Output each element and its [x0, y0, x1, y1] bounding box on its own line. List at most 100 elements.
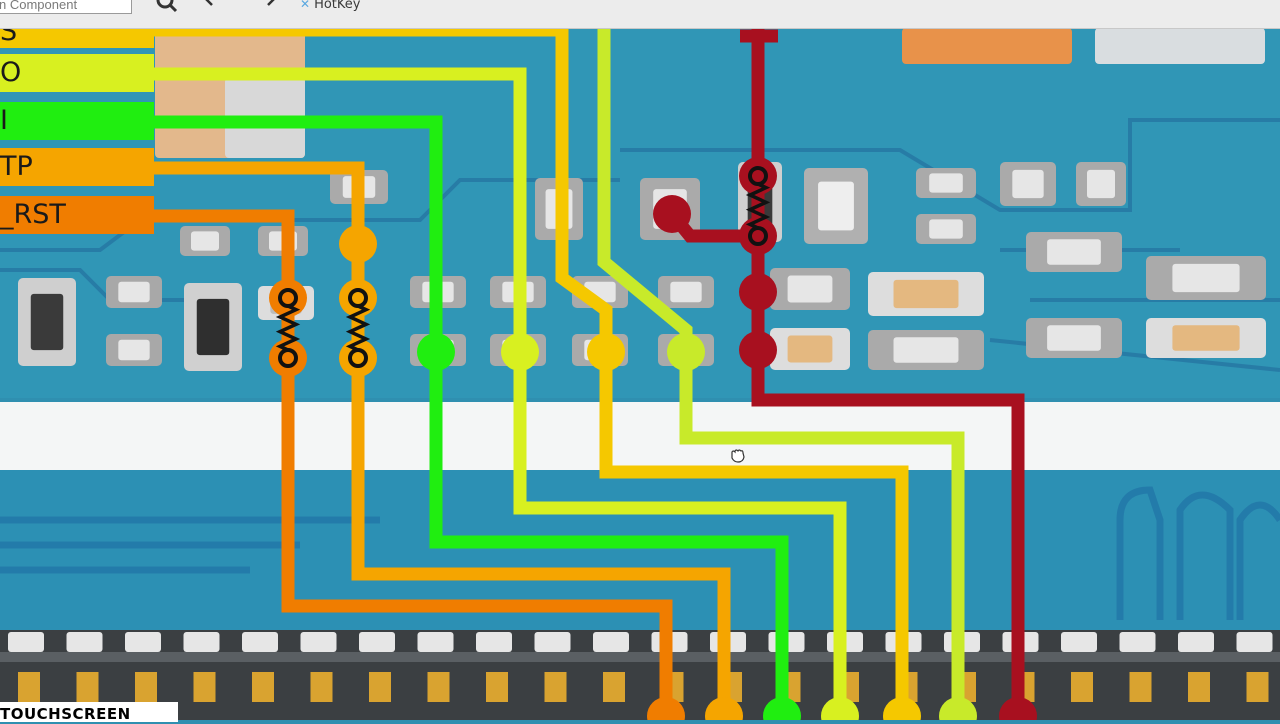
- connector-pin-gold: [544, 672, 567, 702]
- hand-cursor-icon: [731, 449, 745, 463]
- connector-pin-top: [66, 632, 103, 652]
- trace-amber: [150, 161, 731, 720]
- smd-component-body: [30, 293, 64, 351]
- trace-pad: [739, 331, 777, 369]
- resistor-symbols: [275, 166, 771, 368]
- smd-component-body: [196, 298, 230, 356]
- trace-pad: [653, 195, 691, 233]
- trace-pad: [739, 157, 777, 195]
- lower-copper-lines: [0, 486, 1280, 620]
- smd-component-body: [191, 231, 219, 251]
- smd-component-body: [118, 339, 150, 361]
- trace-pad: [339, 225, 377, 263]
- connector-pin-gold: [18, 672, 40, 702]
- trace-pads: [269, 157, 1037, 724]
- chip-top-right: [1095, 28, 1265, 64]
- trace-pad: [667, 333, 705, 371]
- white-strip: [0, 402, 1280, 470]
- connector-pin-top: [183, 632, 220, 652]
- close-icon: ✕: [300, 0, 311, 11]
- connector-pin-top: [534, 632, 571, 652]
- smd-component-body: [787, 335, 833, 363]
- trace-pad: [269, 279, 307, 317]
- connector-pin-gold: [1129, 672, 1152, 702]
- smd-component-body: [1172, 263, 1240, 293]
- connector-pin-top: [125, 632, 161, 652]
- smd-component-body: [893, 279, 959, 309]
- arrow-left-icon[interactable]: [200, 0, 230, 16]
- trace-green: [150, 115, 789, 720]
- connector-pin-gold: [193, 672, 216, 702]
- trace-pad: [339, 279, 377, 317]
- trace-pad: [339, 339, 377, 377]
- touchscreen-label: TOUCHSCREEN: [0, 702, 178, 722]
- trace-pad: [647, 697, 685, 724]
- trace-pad: [417, 333, 455, 371]
- connector-pin-top: [8, 632, 44, 652]
- resistor-zigzag: [345, 304, 371, 352]
- connector-pin-top: [1178, 632, 1214, 652]
- connector-pin-top: [593, 632, 629, 652]
- connector-pin-top: [359, 632, 395, 652]
- connector-pin-top: [242, 632, 278, 652]
- search-icon[interactable]: [152, 0, 182, 16]
- resistor-zigzag: [745, 182, 771, 230]
- connector-pin-gold: [1246, 672, 1269, 702]
- trace-pad: [999, 697, 1037, 724]
- trace-orange: [150, 209, 673, 720]
- smd-component-body: [1047, 239, 1101, 265]
- net-label-2[interactable]: I: [0, 102, 154, 140]
- hotkey-button[interactable]: ✕HotKey: [300, 0, 360, 14]
- smd-component-body: [1012, 169, 1044, 199]
- trace-yellow: [0, 23, 909, 720]
- trace-pad: [501, 333, 539, 371]
- connector-pin-top: [417, 632, 454, 652]
- net-label-0[interactable]: S: [0, 28, 154, 48]
- smd-component-body: [118, 281, 150, 303]
- toolbar: ✕HotKey: [0, 0, 1280, 29]
- smd-component-body: [1047, 325, 1101, 351]
- connector-pin-gold: [252, 672, 274, 702]
- connector-pin-top: [1236, 632, 1273, 652]
- net-label-1[interactable]: O: [0, 54, 154, 92]
- trace-pad: [587, 333, 625, 371]
- connector-pin-gold: [427, 672, 450, 702]
- connector-pin-gold: [1188, 672, 1210, 702]
- trace-pad: [821, 697, 859, 724]
- connector-pin-gold: [369, 672, 391, 702]
- hotkey-label: HotKey: [314, 0, 361, 12]
- trace-pad: [939, 697, 977, 724]
- trace-lime: [150, 67, 847, 720]
- net-label-4[interactable]: _RST: [0, 196, 154, 234]
- smd-component-body: [1172, 325, 1240, 351]
- connector-pin-gold: [1071, 672, 1093, 702]
- search-input[interactable]: [0, 0, 132, 14]
- trace-yellowgreen: [597, 28, 965, 720]
- connector-pin-top: [1061, 632, 1097, 652]
- connector-pin-gold: [135, 672, 157, 702]
- connector-pin-top: [476, 632, 512, 652]
- resistor-zigzag: [275, 304, 301, 352]
- trace-pad: [739, 217, 777, 255]
- connector-rail: [0, 652, 1280, 662]
- trace-pad: [269, 339, 307, 377]
- smd-component-body: [929, 173, 963, 193]
- connector-pin-gold: [310, 672, 333, 702]
- smd-component-body: [929, 219, 963, 239]
- connector-pin-top: [300, 632, 337, 652]
- smd-component-body: [818, 181, 854, 231]
- trace-pad: [739, 273, 777, 311]
- smd-component-body: [1087, 169, 1115, 199]
- chip-top-orange: [902, 28, 1072, 64]
- connector-pin-gold: [76, 672, 99, 702]
- trace-pad: [763, 697, 801, 724]
- smd-component-body: [787, 275, 833, 303]
- connector-pin-gold: [486, 672, 508, 702]
- smd-component-body: [670, 281, 702, 303]
- trace-pad: [705, 697, 743, 724]
- smd-component-body: [893, 337, 959, 363]
- net-label-3[interactable]: TP: [0, 148, 154, 186]
- arrow-right-icon[interactable]: [250, 0, 280, 16]
